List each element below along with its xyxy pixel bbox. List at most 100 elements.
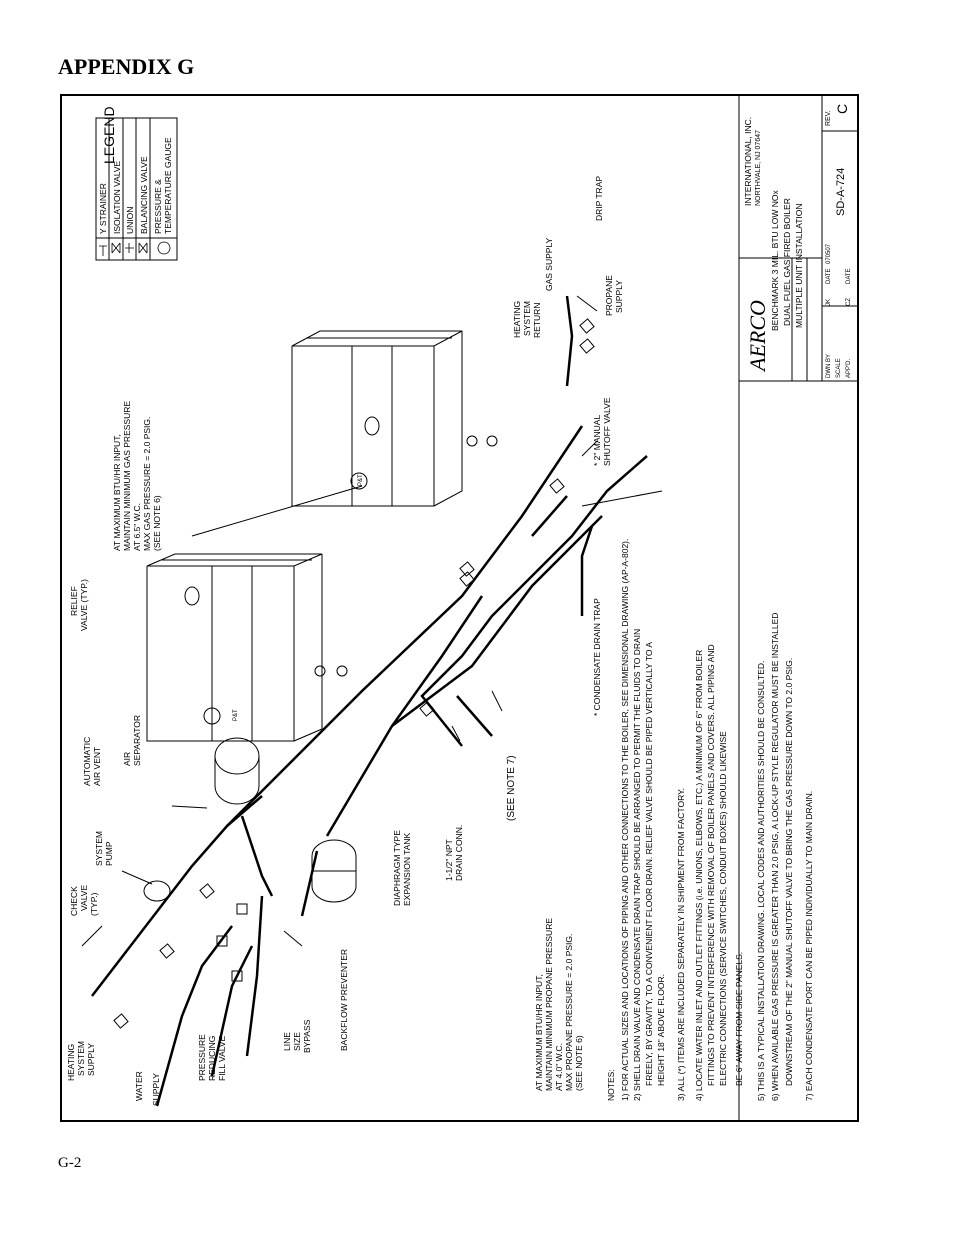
gas-note: MAINTAIN MINIMUM GAS PRESSURE	[122, 401, 132, 551]
label-gas-supply: GAS SUPPLY	[544, 237, 554, 291]
note-line: HEIGHT 18" ABOVE FLOOR.	[656, 974, 666, 1086]
label-check-valve: CHECK	[69, 886, 79, 916]
aerco-logo: AERCO	[745, 300, 770, 373]
label-heating-return: SYSTEM	[522, 301, 532, 336]
label-drain-conn: DRAIN CONN.	[454, 825, 464, 881]
drawing-sheet: LEGEND Y STRAINER ISOLATION VALVE UNION …	[60, 94, 859, 1122]
label-check-valve: VALVE	[79, 885, 89, 911]
legend-title: LEGEND	[101, 106, 117, 164]
label-drain-conn: 1-1/2" NPT	[444, 839, 454, 881]
drawing-desc: BENCHMARK 3 MIL. BTU LOW NOx	[770, 190, 780, 331]
legend-box	[95, 117, 178, 261]
appd-label: APP'D.	[846, 359, 852, 378]
date: 070507	[826, 243, 832, 264]
company-address: NORTHVALE, NJ 07647	[755, 130, 762, 206]
label-air-separator: SEPARATOR	[132, 715, 142, 766]
note-line: ELECTRIC CONNECTIONS (SERVICE SWITCHES, …	[718, 731, 728, 1086]
title-block	[738, 96, 857, 1120]
pt-gauge-label: P&T	[358, 474, 364, 486]
label-heating-supply: SUPPLY	[86, 1043, 96, 1076]
leader-lines	[81, 295, 663, 947]
label-heating-return: RETURN	[532, 303, 542, 338]
page-heading: APPENDIX G	[58, 54, 195, 79]
label-condensate: * CONDENSATE DRAIN TRAP	[592, 598, 602, 716]
note-line: BE 6" AWAY FROM SIDE PANELS.	[734, 952, 744, 1086]
label-manual-shutoff: * 2" MANUAL	[592, 415, 602, 466]
dwn-by-label: DWN BY	[826, 354, 832, 378]
dwn-by: JK	[826, 299, 832, 306]
label-system-pump: PUMP	[104, 841, 114, 866]
isolation-valve-icon	[111, 242, 121, 254]
note-line: 2) SHELL DRAIN VALVE AND CONDENSATE DRAI…	[632, 629, 642, 1101]
note-line: 4) LOCATE WATER INLET AND OUTLET FITTING…	[694, 650, 704, 1101]
date2-label: DATE	[846, 268, 852, 284]
gas-note: (SEE NOTE 6)	[152, 495, 162, 551]
system-pump-icon	[143, 880, 171, 902]
label-expansion-tank: EXPANSION TANK	[402, 832, 412, 906]
date-label: DATE	[826, 268, 832, 284]
gas-piping	[420, 295, 648, 747]
legend-label: BALANCING VALVE	[139, 156, 149, 234]
title-block-text: AERCO INTERNATIONAL, INC. NORTHVALE, NJ …	[743, 104, 852, 378]
boiler-1	[146, 553, 323, 742]
company-name: INTERNATIONAL, INC.	[743, 117, 753, 206]
balancing-valve-icon	[138, 242, 148, 254]
page-number: G-2	[58, 1155, 82, 1171]
label-backflow: BACKFLOW PREVENTER	[339, 949, 349, 1051]
label-heating-supply: SYSTEM	[76, 1041, 86, 1076]
legend-label: PRESSURE &	[153, 179, 163, 234]
rev: C	[834, 104, 850, 114]
expansion-tank	[311, 839, 357, 903]
propane-note: AT MAXIMUM BTU/HR INPUT,	[534, 974, 544, 1091]
label-bypass: LINE	[282, 1032, 292, 1051]
drawing-desc: DUAL FUEL GAS FIRED BOILER	[782, 198, 792, 326]
label-check-valve: (TYP.)	[89, 892, 99, 916]
valves	[113, 318, 595, 1029]
diagram-labels: HEATING SYSTEM SUPPLY WATER SUPPLY PRESS…	[66, 176, 624, 1106]
label-water-supply: SUPPLY	[151, 1073, 161, 1106]
propane-note: MAX PROPANE PRESSURE = 2.0 PSIG.	[564, 934, 574, 1091]
label-bypass: BYPASS	[302, 1019, 312, 1053]
label-propane-supply: SUPPLY	[614, 280, 624, 313]
gas-note: AT 6.5" W.C.	[132, 503, 142, 551]
note-line: 1) FOR ACTUAL SIZES AND LOCATIONS OF PIP…	[620, 539, 630, 1101]
label-relief-valve: RELIEF	[69, 586, 79, 616]
note-line: 3) ALL (*) ITEMS ARE INCLUDED SEPARATELY…	[676, 788, 686, 1101]
note-line: 6) WHEN AVAILABLE GAS PRESSURE IS GREATE…	[770, 613, 780, 1101]
boiler-2	[291, 330, 463, 507]
note-line: DOWNSTREAM OF THE 2" MANUAL SHUTOFF VALV…	[784, 658, 794, 1086]
union-icon	[125, 243, 134, 253]
installation-diagram: LEGEND Y STRAINER ISOLATION VALVE UNION …	[66, 96, 857, 1120]
scale-label: SCALE	[836, 358, 842, 378]
rev-label: REV.	[825, 110, 832, 126]
propane-note: AT 4.0" W.C.	[554, 1043, 564, 1091]
appd: CZ	[846, 298, 852, 306]
pt-gauge-label: P&T	[233, 709, 239, 721]
legend-label: TEMPERATURE GAUGE	[163, 137, 173, 234]
label-drip-trap: DRIP TRAP	[594, 176, 604, 221]
gas-note: MAX GAS PRESSURE = 2.0 PSIG.	[142, 417, 152, 551]
notes-title: NOTES:	[606, 1069, 616, 1101]
drawing-number: SD-A-724	[835, 168, 847, 216]
note-line: 7) EACH CONDENSATE PORT CAN BE PIPED IND…	[804, 791, 814, 1101]
legend-label: ISOLATION VALVE	[112, 160, 122, 234]
label-heating-supply: HEATING	[66, 1044, 76, 1081]
label-air-vent: AUTOMATIC	[82, 737, 92, 786]
label-relief-valve: VALVE (TYP.)	[79, 579, 89, 631]
label-water-supply: WATER	[134, 1071, 144, 1101]
note-line: FREELY, BY GRAVITY, TO A CONVENIENT FLOO…	[644, 642, 654, 1086]
legend-label: UNION	[125, 207, 135, 234]
label-heating-return: HEATING	[512, 301, 522, 338]
label-air-separator: AIR	[122, 752, 132, 766]
label-pressure-reducing: REDUCING	[207, 1036, 217, 1081]
label-see-note: (SEE NOTE 7)	[506, 755, 517, 821]
drawing-desc: MULTIPLE UNIT INSTALLATION	[794, 203, 804, 328]
legend: LEGEND Y STRAINER ISOLATION VALVE UNION …	[98, 106, 173, 256]
propane-note: MAINTAIN MINIMUM PROPANE PRESSURE	[544, 918, 554, 1091]
label-propane-supply: PROPANE	[604, 275, 614, 316]
label-system-pump: SYSTEM	[94, 831, 104, 866]
note-line: FITTINGS TO PREVENT INTERFERENCE WITH RE…	[706, 644, 716, 1086]
notes: NOTES: 1) FOR ACTUAL SIZES AND LOCATIONS…	[606, 539, 814, 1101]
gas-note: AT MAXIMUM BTU/HR INPUT,	[112, 434, 122, 551]
label-manual-shutoff: SHUTOFF VALVE	[602, 397, 612, 466]
